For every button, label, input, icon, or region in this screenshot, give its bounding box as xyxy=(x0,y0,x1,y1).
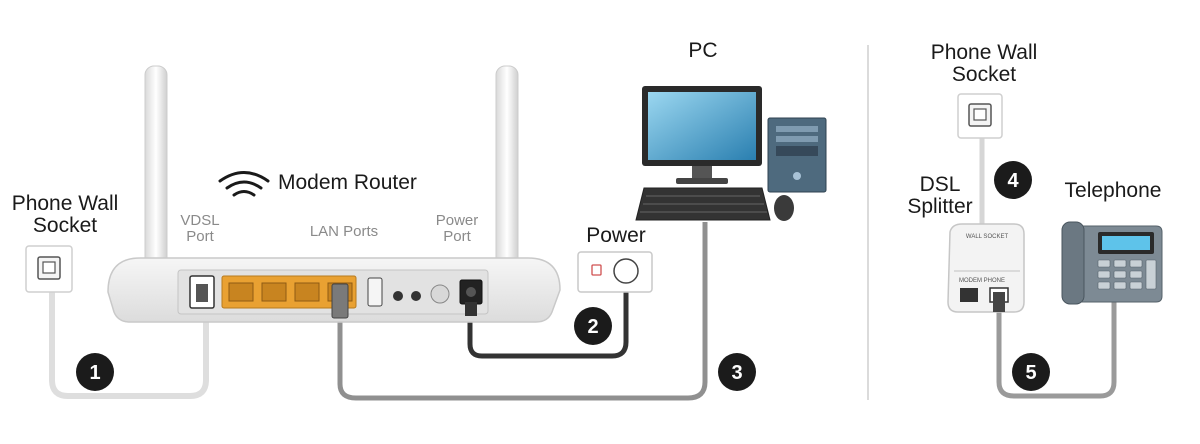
cable-phone-to-vdsl xyxy=(49,292,209,399)
lan-ports xyxy=(221,275,357,309)
label-line: Socket xyxy=(32,214,98,238)
label-pc: PC xyxy=(688,39,718,62)
modem-router xyxy=(107,65,561,323)
cable-splitter-to-phone xyxy=(996,300,1117,399)
telephone xyxy=(1061,221,1163,305)
splitter-modem-port xyxy=(960,288,978,302)
step-marker-2: 2 xyxy=(574,307,612,345)
handset xyxy=(1061,221,1085,305)
label-line: DSL xyxy=(919,173,961,196)
label-line: Phone Wall xyxy=(930,41,1038,64)
label-line: VDSL xyxy=(180,212,220,229)
svg-text:4: 4 xyxy=(1007,170,1019,192)
usb-port xyxy=(367,277,383,307)
phone-wall-socket-left xyxy=(25,245,73,293)
splitter-top-text: WALL SOCKET xyxy=(966,234,1009,240)
cable-lan-to-pc xyxy=(337,222,708,401)
step-marker-1: 1 xyxy=(76,353,114,391)
cable-power xyxy=(467,282,629,359)
label-vdsl-port: VDSL Port xyxy=(170,213,230,245)
step-marker-4: 4 xyxy=(994,161,1032,199)
label-power: Power xyxy=(586,224,646,247)
wifi-icon xyxy=(218,171,270,197)
phone-wall-socket-right xyxy=(957,93,1003,139)
step-marker-5: 5 xyxy=(1012,353,1050,391)
label-line: Splitter xyxy=(907,195,973,219)
label-line: Port xyxy=(186,227,214,245)
label-power-port: Power Port xyxy=(424,213,490,245)
svg-text:5: 5 xyxy=(1025,362,1036,384)
splitter-bottom-text: MODEM PHONE xyxy=(959,278,1005,284)
dsl-splitter: WALL SOCKET MODEM PHONE xyxy=(947,223,1025,313)
label-line: Power xyxy=(435,212,479,229)
label-lan-ports: LAN Ports xyxy=(309,223,379,240)
svg-text:3: 3 xyxy=(731,362,742,384)
label-line: Socket xyxy=(951,63,1017,87)
pc xyxy=(635,86,827,221)
label-line: Phone Wall xyxy=(11,192,119,215)
svg-text:1: 1 xyxy=(89,362,100,384)
step-marker-3: 3 xyxy=(718,353,756,391)
label-telephone: Telephone xyxy=(1064,179,1162,202)
label-dsl-splitter: DSL Splitter xyxy=(898,173,982,219)
label-modem-router: Modem Router xyxy=(278,171,417,194)
power-socket xyxy=(577,251,653,293)
label-phone-wall-socket-left: Phone Wall Socket xyxy=(10,192,120,238)
power-button xyxy=(430,284,450,304)
label-phone-wall-socket-right: Phone Wall Socket xyxy=(914,41,1054,87)
label-line: Port xyxy=(443,227,471,245)
svg-text:2: 2 xyxy=(587,316,598,338)
mouse xyxy=(774,195,794,221)
